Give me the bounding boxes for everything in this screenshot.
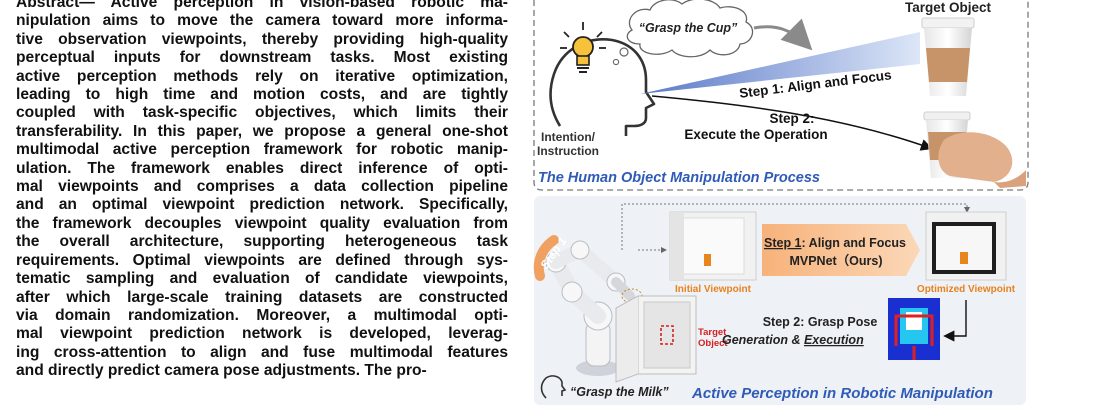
abstract-line: after which large-scale training dataset… [16, 288, 508, 306]
initial-viewpoint-image [669, 211, 757, 281]
mvpnet-step1-label: Step 1 [764, 236, 802, 250]
abstract-line: tive observation viewpoints, thereby pro… [16, 30, 508, 48]
mvpnet-label: MVPNet（Ours) [789, 253, 882, 268]
human-panel-caption: The Human Object Manipulation Process [538, 170, 820, 186]
mvpnet-arrow: Step 1: Align and Focus MVPNet（Ours) [762, 224, 920, 276]
abstract-line: ing cross-attention to align and fuse mu… [16, 343, 508, 361]
mvpnet-step1-text: : Align and Focus [802, 236, 906, 250]
thought-arrow [753, 18, 813, 51]
robot-panel: Step 1 Target Object Initial Viewpoint S… [533, 196, 1026, 405]
abstract-line: the framework decouples viewpoint qualit… [16, 214, 508, 232]
abstract-line: via domain randomization. Moreover, a mu… [16, 306, 508, 324]
abstract-line: multimodal active perception framework f… [16, 141, 508, 159]
optimized-viewpoint-image [925, 211, 1007, 281]
instruction-label: Instruction [537, 144, 599, 158]
fridge-image: Target Object [615, 295, 728, 383]
target-object-label-line1: Target [698, 327, 727, 338]
abstract-line: Abstract— Active perception in vision-ba… [16, 0, 508, 11]
abstract-line: leading to high time and motion costs, a… [16, 86, 508, 104]
human-step2-title: Step 2: [769, 111, 814, 126]
abstract-line: nipulation aims to move the camera towar… [16, 12, 508, 30]
svg-text:Generation & Execution: Generation & Execution [722, 333, 864, 347]
optimized-viewpoint-label: Optimized Viewpoint [917, 284, 1016, 295]
speaking-head-icon [540, 375, 567, 399]
grasp-generation-text: Generation & [722, 333, 804, 347]
target-object-label: Target Object [905, 0, 992, 15]
focus-beam [640, 32, 920, 94]
hand-holding-cup-image [923, 111, 1026, 188]
abstract-line: and an optimal viewpoint prediction netw… [16, 196, 508, 214]
abstract-line: requirements. Optimal viewpoints are def… [16, 251, 508, 269]
grasp-step2-title: Step 2: Grasp Pose [763, 315, 878, 329]
abstract-text: Abstract— Active perception in vision-ba… [16, 0, 508, 381]
lightbulb-icon [560, 22, 606, 73]
human-panel: “Grasp the Cup” Step 1: Align and Focus … [533, 0, 1029, 191]
svg-text:Step 1: Align and Focus: Step 1: Align and Focus [764, 236, 906, 250]
teaser-figure: “Grasp the Cup” Step 1: Align and Focus … [533, 0, 1029, 405]
target-object-box [660, 325, 674, 345]
abstract-line: coupled with task-specific objectives, w… [16, 104, 508, 122]
grasp-execution-text: Execution [804, 333, 864, 347]
grasp-pose-depth-image [888, 298, 940, 360]
coffee-cup-image [921, 17, 975, 96]
execute-arrow [651, 95, 933, 151]
abstract-line: active perception methods rely on iterat… [16, 67, 508, 85]
abstract-line: perceptual inputs for downstream tasks. … [16, 49, 508, 67]
human-step2-text: Execute the Operation [684, 127, 827, 142]
robot-command-text: “Grasp the Milk” [570, 385, 669, 399]
intention-label: Intention/ [541, 130, 596, 144]
abstract-line: ulation. The framework enables direct in… [16, 159, 508, 177]
abstract-line: mal viewpoint prediction network is deve… [16, 325, 508, 343]
abstract-line: the overall architecture, supporting het… [16, 233, 508, 251]
thought-text: “Grasp the Cup” [639, 21, 738, 35]
initial-viewpoint-label: Initial Viewpoint [675, 284, 752, 295]
human-head-icon [549, 38, 656, 136]
grasp-connector-arrow [943, 300, 967, 342]
abstract-line: mal viewpoints and comprises a data coll… [16, 178, 508, 196]
abstract-line: and directly predict camera pose adjustm… [16, 362, 427, 380]
target-object-label-line2: Object [698, 338, 728, 349]
thought-cloud: “Grasp the Cup” [612, 0, 754, 66]
robot-arm-image: Step 1 [533, 234, 643, 376]
abstract-line: transferability. In this paper, we propo… [16, 122, 508, 140]
robot-panel-caption: Active Perception in Robotic Manipulatio… [691, 385, 993, 402]
abstract-line: tematic sampling and evaluation of candi… [16, 270, 508, 288]
